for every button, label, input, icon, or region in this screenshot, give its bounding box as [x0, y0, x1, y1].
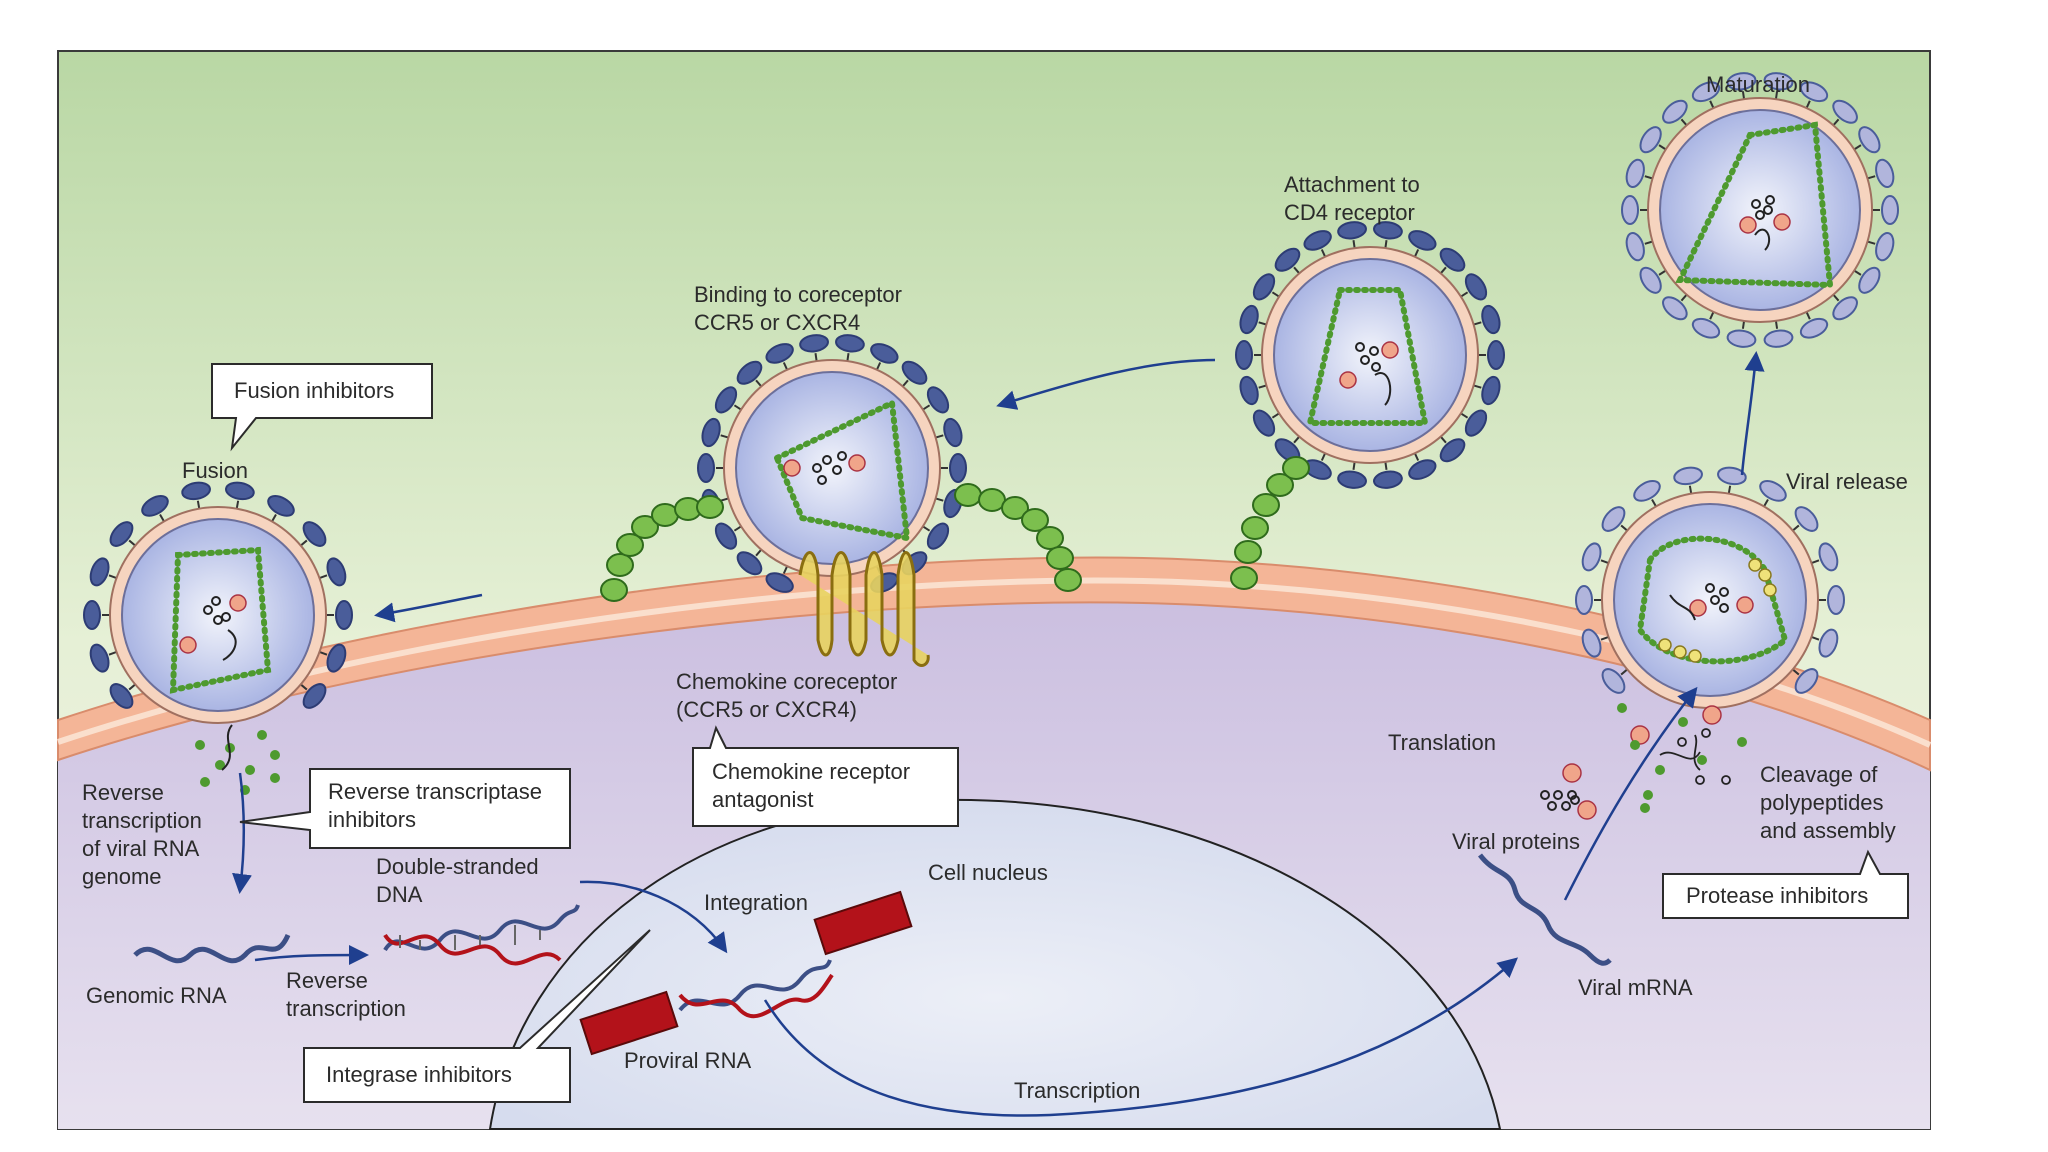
- label-chemokine-1: Chemokine coreceptor: [676, 669, 897, 694]
- label-dsdna-1: Double-stranded: [376, 854, 539, 879]
- fusion-inhibitors-label: Fusion inhibitors: [234, 378, 394, 403]
- label-rt-4: genome: [82, 864, 162, 889]
- label-viral-release: Viral release: [1786, 469, 1908, 494]
- label-fusion: Fusion: [182, 458, 248, 483]
- label-rt-small-2: transcription: [286, 996, 406, 1021]
- double-stranded-dna: [383, 904, 580, 966]
- binding-virion: [697, 334, 967, 593]
- label-attachment-1: Attachment to: [1284, 172, 1420, 197]
- label-dsdna-2: DNA: [376, 882, 423, 907]
- label-integration: Integration: [704, 890, 808, 915]
- label-viral-mrna: Viral mRNA: [1578, 975, 1693, 1000]
- rti-label-2: inhibitors: [328, 807, 416, 832]
- cd4-receptors: [600, 456, 1310, 602]
- label-cell-nucleus: Cell nucleus: [928, 860, 1048, 885]
- label-translation: Translation: [1388, 730, 1496, 755]
- label-proviral-rna: Proviral RNA: [624, 1048, 751, 1073]
- label-rt-1: Reverse: [82, 780, 164, 805]
- viral-proteins-cluster: [1540, 703, 1747, 820]
- genomic-rna-strand: [133, 933, 291, 964]
- fusion-inhibitors-callout: Fusion inhibitors: [211, 363, 433, 452]
- label-rt-small-1: Reverse: [286, 968, 368, 993]
- label-viral-proteins: Viral proteins: [1452, 829, 1580, 854]
- rti-label-1: Reverse transcriptase: [328, 779, 542, 804]
- label-rt-3: of viral RNA: [82, 836, 200, 861]
- capsid-debris: [195, 730, 280, 795]
- label-transcription: Transcription: [1014, 1078, 1140, 1103]
- process-arrows: [232, 351, 1765, 1117]
- chemokine-antagonist-label-1: Chemokine receptor: [712, 759, 910, 784]
- chemokine-coreceptor: [798, 551, 930, 667]
- budding-virion: [1575, 466, 1845, 709]
- viral-mrna-strand: [1478, 853, 1612, 966]
- attaching-virion: [1235, 221, 1505, 489]
- label-cleavage-3: and assembly: [1760, 818, 1896, 843]
- label-cleavage-2: polypeptides: [1760, 790, 1884, 815]
- chemokine-antagonist-label-2: antagonist: [712, 787, 814, 812]
- mature-virion: [1621, 72, 1899, 348]
- fusing-virion: [82, 481, 353, 724]
- protease-inhibitors-label: Protease inhibitors: [1686, 883, 1868, 908]
- label-cleavage-1: Cleavage of: [1760, 762, 1878, 787]
- chemokine-antagonist-callout: Chemokine receptor antagonist: [692, 725, 959, 827]
- label-maturation: Maturation: [1706, 72, 1810, 97]
- proviral-dna: [579, 890, 913, 1056]
- label-attachment-2: CD4 receptor: [1284, 200, 1415, 225]
- label-genomic-rna: Genomic RNA: [86, 983, 227, 1008]
- label-rt-2: transcription: [82, 808, 202, 833]
- label-chemokine-2: (CCR5 or CXCR4): [676, 697, 857, 722]
- integrase-inhibitors-label: Integrase inhibitors: [326, 1062, 512, 1087]
- rti-callout: Reverse transcriptase inhibitors: [239, 768, 571, 849]
- label-binding-1: Binding to coreceptor: [694, 282, 902, 307]
- protease-inhibitors-callout: Protease inhibitors: [1662, 849, 1909, 919]
- integrase-inhibitors-callout: Integrase inhibitors: [303, 929, 651, 1103]
- label-binding-2: CCR5 or CXCR4: [694, 310, 860, 335]
